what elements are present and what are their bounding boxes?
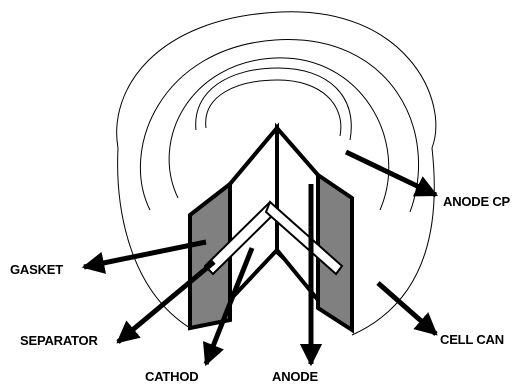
anode-cap-inner	[206, 80, 341, 136]
arrow-anode-cap	[346, 152, 436, 195]
label-cell-can: CELL CAN	[440, 332, 504, 347]
cell-can-left-wall	[118, 148, 190, 328]
label-gasket: GASKET	[10, 262, 63, 277]
arrow-gasket	[84, 242, 206, 267]
label-anode-cap: ANODE CP	[443, 194, 510, 209]
label-separator: SEPARATOR	[20, 333, 98, 348]
label-anode: ANODE	[272, 369, 318, 384]
label-cathode: CATHOD	[145, 369, 198, 384]
